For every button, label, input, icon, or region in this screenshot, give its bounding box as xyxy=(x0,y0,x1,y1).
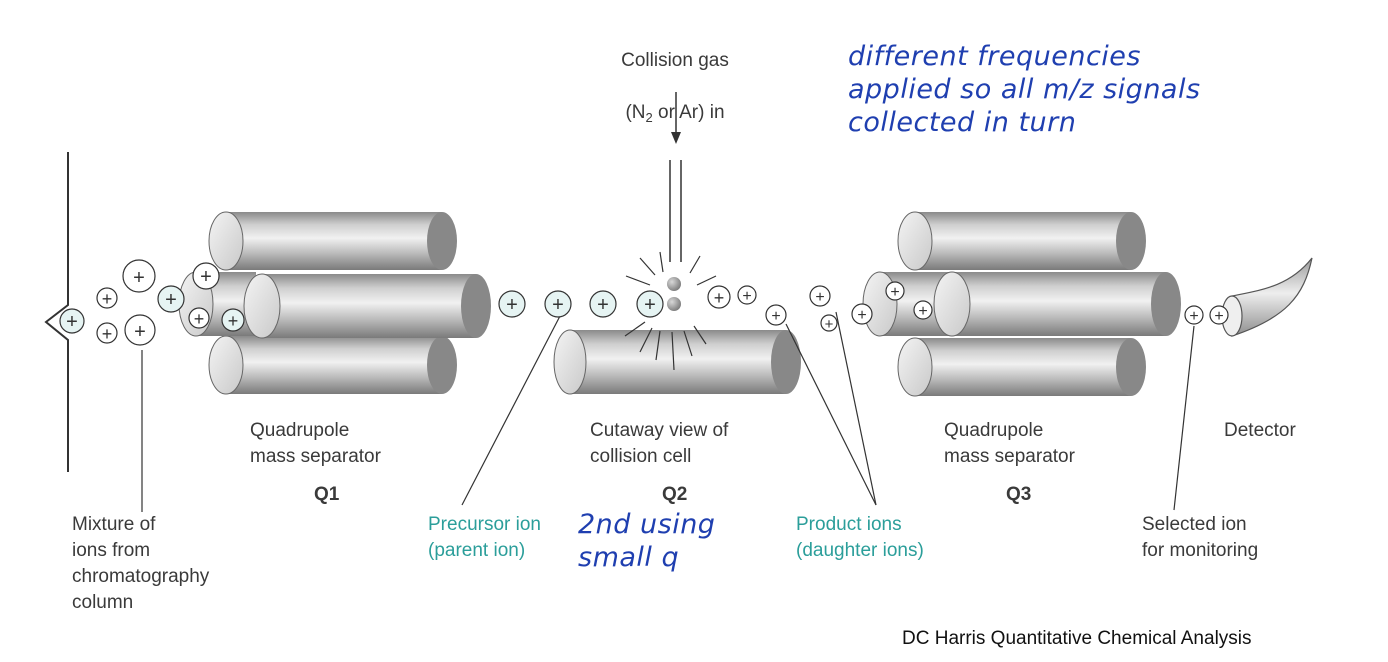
gas-particle xyxy=(667,277,681,291)
mixture-label: Mixture of ions from chromatography colu… xyxy=(72,514,210,613)
ion-product: + xyxy=(765,304,787,326)
ion-mixture: + xyxy=(188,307,210,329)
q3-rod-top xyxy=(897,211,1146,271)
gas-arrow-head xyxy=(671,132,681,144)
ion-mixture: + xyxy=(122,259,156,293)
ion-selected: + xyxy=(1209,305,1229,325)
q3-quadrupole xyxy=(862,211,1181,397)
ion-plus: + xyxy=(918,303,927,320)
collision-gas-label: Collision gas (N2 or Ar) in xyxy=(585,22,765,153)
q3-rod-front xyxy=(933,271,1181,337)
ion-mixture: + xyxy=(124,314,156,346)
handwritten-note-small-q: 2nd using small q xyxy=(578,509,716,573)
ion-precursor: + xyxy=(498,290,526,318)
ion-plus: + xyxy=(815,289,824,306)
ion-plus: + xyxy=(200,266,212,288)
ion-precursor: + xyxy=(589,290,617,318)
collision-burst xyxy=(624,251,717,371)
ion-mixture: + xyxy=(96,287,118,309)
ion-precursor: + xyxy=(636,290,664,318)
q1-tag: Q1 xyxy=(314,484,340,505)
ion-plus: + xyxy=(66,311,78,333)
detector xyxy=(1221,257,1313,337)
ion-plus: + xyxy=(194,309,205,329)
ion-plus: + xyxy=(1189,308,1198,325)
ion-plus: + xyxy=(133,267,145,289)
ion-selected: + xyxy=(1184,305,1204,325)
ion-source-plate xyxy=(44,152,69,472)
collision-gas-line1: Collision gas xyxy=(621,50,729,71)
ion-product: + xyxy=(820,314,838,333)
ion-plus: + xyxy=(714,288,725,308)
precursor-leader-line xyxy=(461,315,561,506)
ion-mixture: + xyxy=(192,262,220,290)
q3-description: Quadrupole mass separator xyxy=(944,420,1075,467)
ion-q3: + xyxy=(885,281,905,301)
product-leader-line-1 xyxy=(785,323,877,506)
ion-plus: + xyxy=(134,321,146,343)
ion-plus: + xyxy=(228,311,239,331)
ion-plus: + xyxy=(165,289,177,311)
collision-gas-line2: (N2 or Ar) in xyxy=(625,102,725,125)
ion-product: + xyxy=(707,285,731,309)
ion-plus: + xyxy=(506,294,518,316)
product-leader-line-2 xyxy=(835,311,877,506)
ion-precursor: + xyxy=(544,290,572,318)
q2-description: Cutaway view of collision cell xyxy=(590,420,729,467)
q1-rod-front xyxy=(243,273,491,339)
ion-mixture: + xyxy=(59,308,85,334)
ion-q3: + xyxy=(913,300,933,320)
product-ions-label: Product ions (daughter ions) xyxy=(796,514,924,561)
handwritten-note-frequencies: different frequencies applied so all m/z… xyxy=(848,41,1201,138)
ion-plus: + xyxy=(644,294,656,316)
selected-leader-line xyxy=(1173,325,1195,511)
ion-product: + xyxy=(737,285,757,305)
ion-mixture: + xyxy=(96,322,118,344)
q2-collision-cell xyxy=(553,329,801,395)
ion-product: + xyxy=(809,285,831,307)
ion-q3: + xyxy=(851,303,873,325)
q1-rod-bottom xyxy=(208,335,457,395)
q1-rod-top xyxy=(208,211,457,271)
ion-plus: + xyxy=(771,308,780,325)
ion-plus: + xyxy=(552,294,564,316)
ion-plus: + xyxy=(857,307,866,324)
q3-rod-bottom xyxy=(897,337,1146,397)
ion-plus: + xyxy=(102,324,113,344)
source-credit: DC Harris Quantitative Chemical Analysis xyxy=(902,628,1252,649)
ion-plus: + xyxy=(825,316,834,333)
gas-particle xyxy=(667,297,681,311)
ion-mixture: + xyxy=(157,285,185,313)
q2-tag: Q2 xyxy=(662,484,688,505)
ion-plus: + xyxy=(742,288,751,305)
ion-plus: + xyxy=(890,284,899,301)
ion-mixture: + xyxy=(221,308,245,332)
q1-quadrupole xyxy=(178,211,491,395)
precursor-ion-label: Precursor ion (parent ion) xyxy=(428,514,541,561)
ion-plus: + xyxy=(597,294,609,316)
selected-ion-label: Selected ion for monitoring xyxy=(1142,514,1259,561)
ion-plus: + xyxy=(1214,308,1223,325)
ion-group: + + + + + + + + + + + + + + + + + + + + … xyxy=(59,259,1229,346)
q1-description: Quadrupole mass separator xyxy=(250,420,381,467)
detector-label: Detector xyxy=(1224,420,1296,441)
ion-plus: + xyxy=(102,289,113,309)
q3-tag: Q3 xyxy=(1006,484,1032,505)
